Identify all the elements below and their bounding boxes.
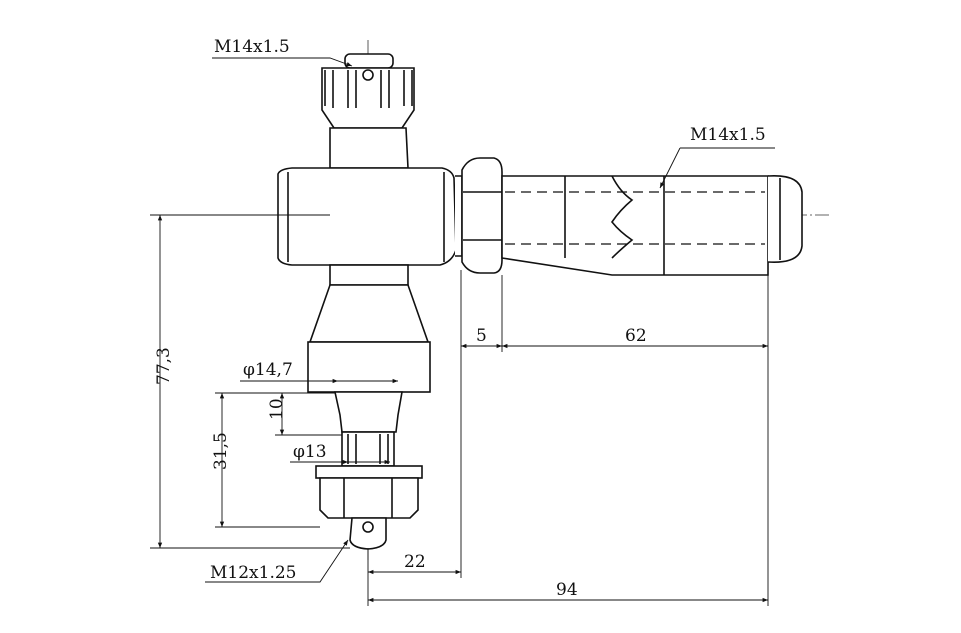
housing	[277, 167, 463, 266]
label-bottom-thread: M12x1.25	[210, 563, 296, 583]
label-dia-14-7: φ14,7	[243, 360, 293, 380]
lower-nut	[315, 465, 423, 550]
label-dim-77-3: 77,3	[154, 347, 174, 385]
dimension-lines	[150, 57, 775, 606]
jam-nut	[461, 157, 503, 274]
label-dim-62: 62	[625, 326, 647, 346]
top-castle-nut	[321, 53, 415, 169]
label-right-thread: M14x1.5	[690, 125, 766, 145]
label-top-thread: M14x1.5	[214, 37, 290, 57]
center-lines	[155, 40, 830, 560]
label-dim-94: 94	[556, 580, 578, 600]
label-dim-31-5: 31,5	[211, 432, 231, 470]
ball-stud	[307, 264, 431, 467]
threaded-shank	[501, 175, 803, 276]
label-dia-13: φ13	[293, 442, 327, 462]
label-dim-5: 5	[476, 326, 487, 346]
hidden-thread-lines	[505, 191, 765, 245]
label-dim-22: 22	[404, 552, 426, 572]
label-dim-10: 10	[267, 398, 287, 420]
dimension-labels: M14x1.5 M14x1.5 M12x1.25 φ14,7 φ13 10 31…	[154, 37, 766, 600]
